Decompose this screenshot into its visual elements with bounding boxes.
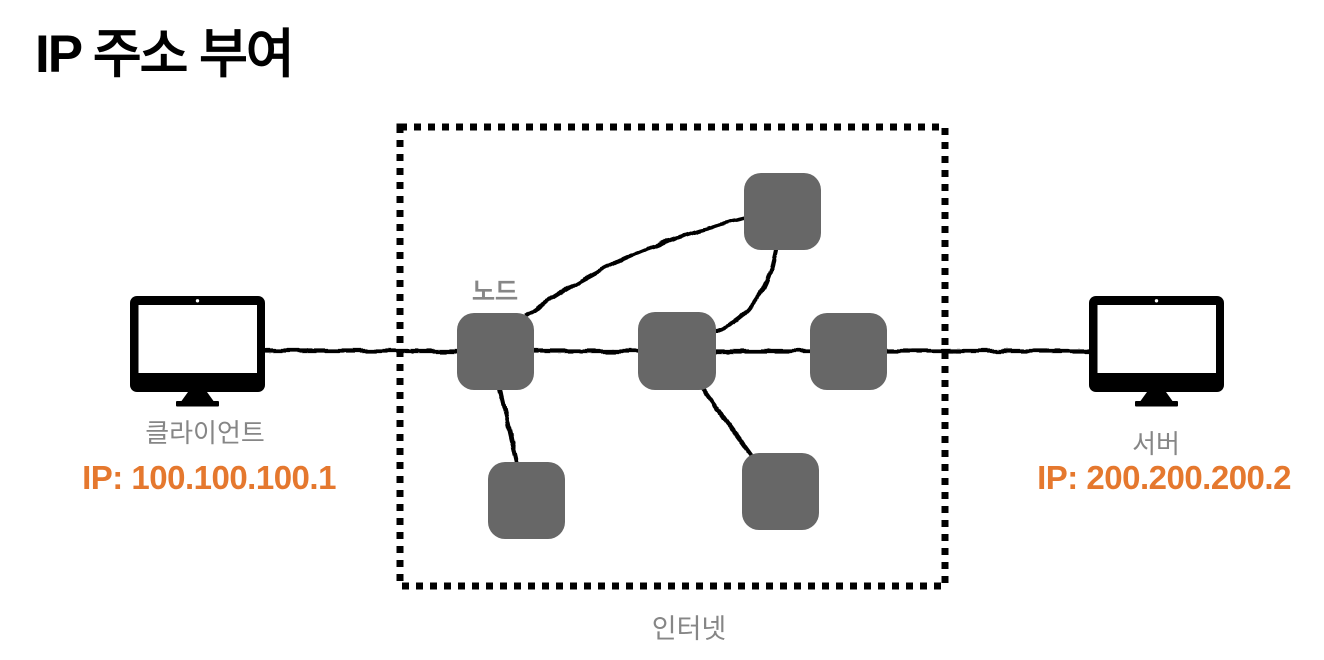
network-node-bottom-left-icon	[488, 462, 565, 539]
network-node-left-icon	[457, 313, 534, 390]
server-ip-label: IP: 200.200.200.2	[1037, 459, 1291, 496]
internet-label: 인터넷	[651, 614, 727, 644]
node-label: 노드	[471, 278, 518, 306]
network-node-middle-icon	[638, 312, 716, 390]
server-label: 서버	[1132, 429, 1180, 459]
internet-boundary-box	[396, 123, 949, 590]
edge-nodemiddle-nodebottomright	[698, 383, 754, 458]
edge-nodeleft-nodetop	[524, 215, 749, 318]
network-nodes	[457, 173, 887, 539]
edge-nodeleft-nodebottomleft	[497, 385, 520, 466]
network-node-bottom-right-icon	[742, 453, 819, 530]
network-node-top-icon	[744, 173, 821, 250]
server-computer-icon	[1089, 296, 1224, 407]
edge-nodetop-nodemiddle	[713, 246, 779, 334]
client-label: 클라이언트	[145, 418, 265, 448]
network-node-right-icon	[810, 313, 887, 390]
page-title: IP 주소 부여	[35, 25, 295, 84]
client-ip-label: IP: 100.100.100.1	[82, 459, 336, 496]
client-computer-icon	[130, 296, 265, 407]
